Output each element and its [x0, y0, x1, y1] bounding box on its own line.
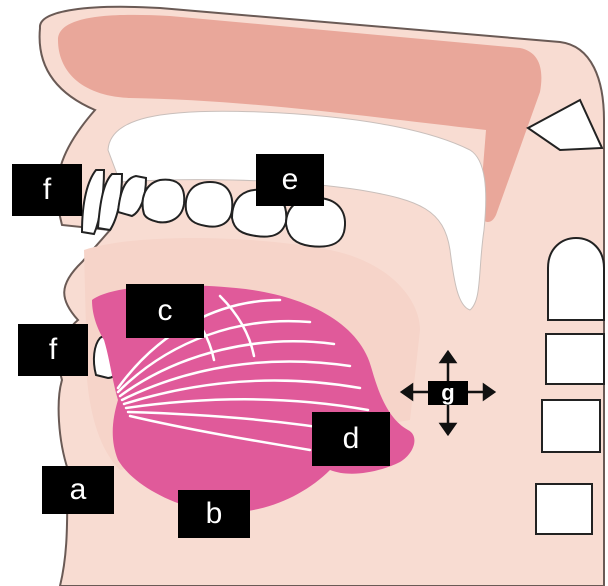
- label-b: b: [178, 490, 250, 538]
- label-f-upper: f: [12, 164, 82, 216]
- label-f-lower: f: [18, 324, 88, 376]
- label-d: d: [312, 412, 390, 466]
- label-a: a: [42, 466, 114, 514]
- label-e: e: [256, 154, 324, 206]
- label-c: c: [126, 284, 204, 338]
- label-g: g: [428, 381, 468, 405]
